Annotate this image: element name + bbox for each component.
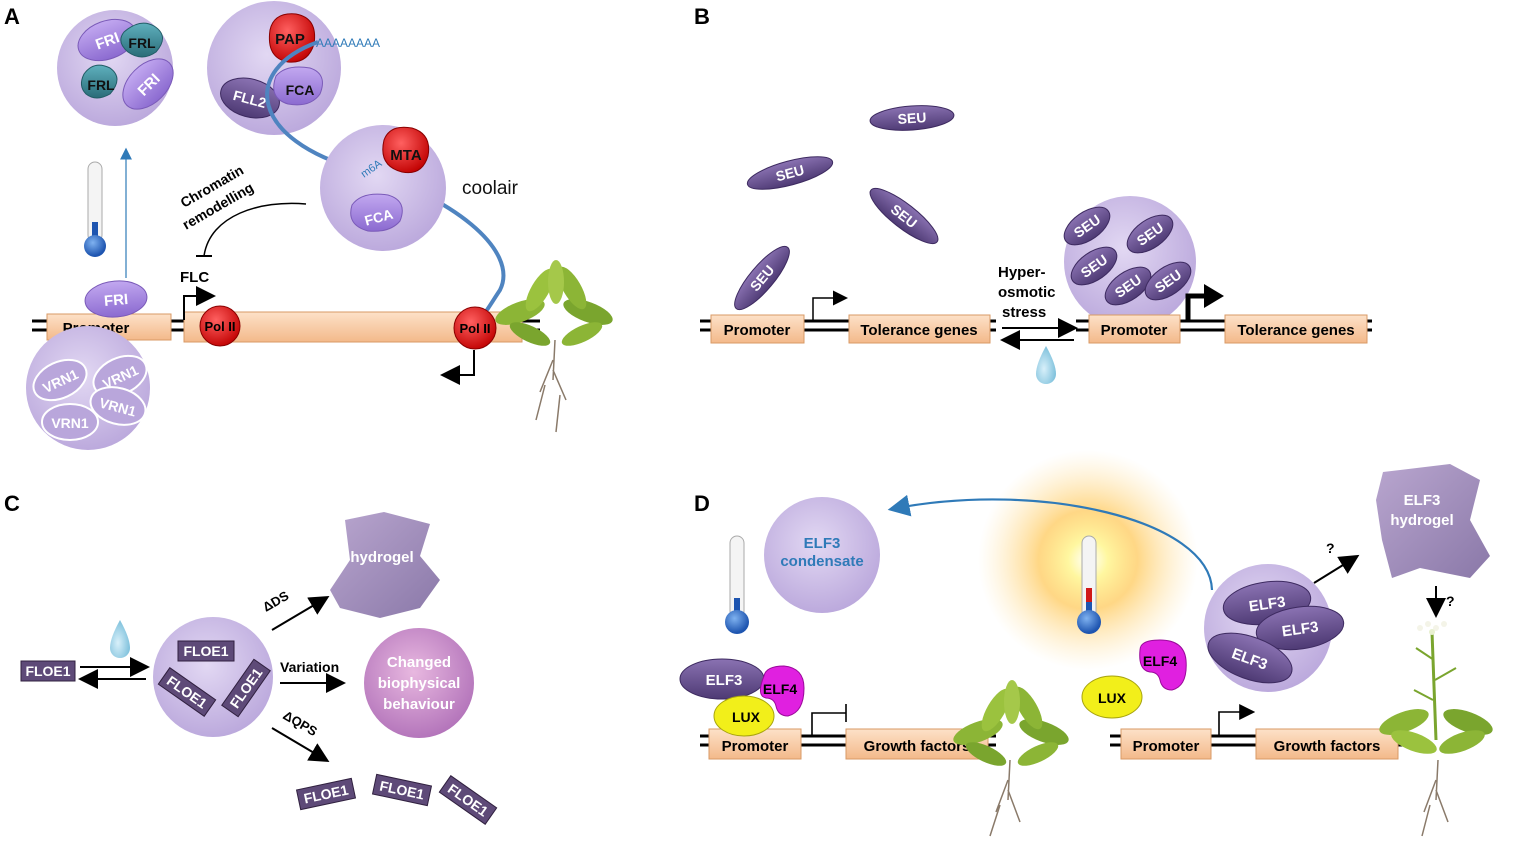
stress-label-1: Hyper- (998, 264, 1046, 281)
promoter-label-d-left: Promoter (722, 738, 789, 755)
elf3-hydrogel-shape (1376, 464, 1490, 578)
elf4-right-label: ELF4 (1143, 653, 1177, 669)
lux-free-shape (1081, 675, 1143, 719)
fca-label-1: FCA (286, 82, 315, 98)
water-drop-icon-b (1036, 346, 1056, 384)
hydrogel-arrow (1313, 554, 1360, 584)
water-drop-icon-c (110, 620, 130, 658)
polya-tail: AAAAAAAA (316, 36, 380, 50)
changed-label-2: biophysical (378, 675, 461, 692)
tss-arrow-b-left (812, 290, 848, 320)
question-mark-1: ? (1326, 540, 1335, 556)
panel-a-letter: A (4, 4, 20, 29)
delta-ds-arrow (271, 595, 330, 631)
elf3-condensate (764, 497, 880, 613)
elf3-cluster-2: ELF3 (1281, 619, 1320, 641)
thermometer-warm-icon-d (1077, 535, 1101, 634)
frl-label-2: FRL (87, 77, 115, 93)
condensate-label-1: ELF3 (804, 535, 841, 552)
plant-rosette-icon-a (495, 260, 613, 433)
seu-free-2: SEU (774, 162, 806, 185)
variation-label: Variation (280, 659, 339, 675)
panel-c-letter: C (4, 491, 20, 516)
tss-arrow-reverse (440, 350, 475, 385)
tss-blocked-d (811, 712, 846, 735)
panel-b: B SEU SEU SEU SEU Promoter Tolerance gen… (694, 4, 1372, 384)
seu-free-1: SEU (897, 109, 927, 127)
panel-a: A FRI FRL FRI FRL PAP AAAAAAAA FLL2 (4, 1, 613, 450)
pol-ii-label-2: Pol II (459, 321, 490, 336)
elf3-cluster-1: ELF3 (1248, 594, 1287, 616)
promoter-box-b-right (1088, 314, 1181, 344)
elf4-left-shape (760, 665, 805, 717)
elf4-left-label: ELF4 (763, 681, 797, 697)
genes-box-b-right (1224, 314, 1368, 344)
plant-rosette-icon-d (953, 680, 1069, 837)
delta-qps-label: ΔQPS (281, 708, 321, 740)
hydrogel-shape-c (330, 512, 440, 618)
thermometer-cold-icon-a (84, 161, 106, 257)
hydrogel-label-c: hydrogel (350, 549, 413, 566)
changed-behaviour-circle (364, 628, 474, 738)
stress-label-2: osmotic (998, 284, 1056, 301)
changed-label-3: behaviour (383, 696, 455, 713)
stress-label-3: stress (1002, 304, 1046, 321)
genes-label-b-left: Tolerance genes (860, 322, 977, 339)
lux-left-shape (713, 695, 775, 737)
promoter-label-b-left: Promoter (724, 322, 791, 339)
repression-arc (203, 202, 307, 257)
changed-label-1: Changed (387, 654, 451, 671)
promoter-box-b-left (710, 314, 805, 344)
mta-label: MTA (390, 147, 422, 164)
lux-left-label: LUX (732, 709, 761, 725)
genes-label-d-left: Growth factors (864, 738, 971, 755)
fri-promoter-label: FRI (103, 291, 129, 310)
pol-ii-2 (453, 306, 497, 350)
genes-label-b-right: Tolerance genes (1237, 322, 1354, 339)
coolair-label: coolair (462, 178, 519, 199)
pap-label: PAP (275, 31, 305, 48)
elf3-left-label: ELF3 (706, 672, 743, 689)
genes-box-d-right (1255, 728, 1399, 760)
tss-arrow-d-right (1218, 704, 1256, 735)
fca-label-2: FCA (363, 206, 395, 229)
pol-ii-1 (199, 305, 241, 347)
floe1-left: FLOE1 (25, 663, 70, 679)
question-mark-2: ? (1446, 593, 1455, 609)
hydrogel-label-d-1: ELF3 (1404, 492, 1441, 509)
panel-c: C FLOE1 FLOE1 FLOE1 FLOE1 hydrogel ΔDS V… (4, 491, 498, 825)
delta-qps-arrow (271, 727, 330, 763)
frl-label-1: FRL (128, 35, 156, 51)
delta-ds-label: ΔDS (260, 588, 292, 615)
genes-label-d-right: Growth factors (1274, 738, 1381, 755)
tss-arrow-forward (183, 286, 216, 320)
elf4-free-shape (1139, 639, 1187, 691)
hydrogel-label-d-2: hydrogel (1390, 512, 1453, 529)
lux-right-label: LUX (1098, 690, 1127, 706)
thermometer-cold-icon-d (725, 535, 749, 634)
flc-label: FLC (180, 269, 209, 286)
genes-box-b-left (848, 314, 991, 344)
vrn1-label-4: VRN1 (51, 415, 89, 431)
panel-d-letter: D (694, 491, 710, 516)
flowering-plant-icon (1379, 621, 1493, 837)
pol-ii-label-1: Pol II (204, 319, 235, 334)
tss-arrowhead-b-right (1204, 284, 1224, 308)
condensate-return-arrow (887, 494, 1214, 591)
condensate-label-2: condensate (780, 553, 863, 570)
promoter-label-d-right: Promoter (1133, 738, 1200, 755)
promoter-label-b-right: Promoter (1101, 322, 1168, 339)
panel-b-letter: B (694, 4, 710, 29)
floe1-cluster-1: FLOE1 (183, 643, 228, 659)
promoter-box-d-right (1120, 728, 1212, 760)
panel-d: D ELF3 condensate ELF3 hydrogel ? ? (679, 450, 1493, 837)
